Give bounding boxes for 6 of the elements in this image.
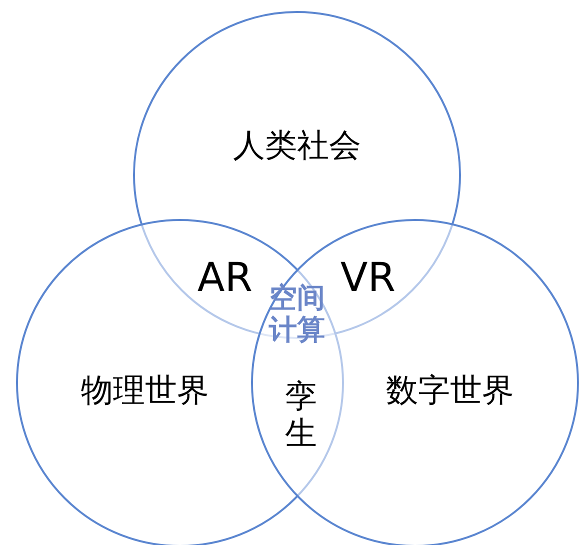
circle-label: 数字世界	[386, 370, 514, 410]
circle-label: 人类社会	[233, 126, 361, 164]
overlap-label: VR	[339, 255, 397, 301]
overlap-label: AR	[196, 255, 254, 301]
overlap-label: 孪生	[284, 378, 318, 452]
circle-label: 物理世界	[81, 370, 209, 410]
